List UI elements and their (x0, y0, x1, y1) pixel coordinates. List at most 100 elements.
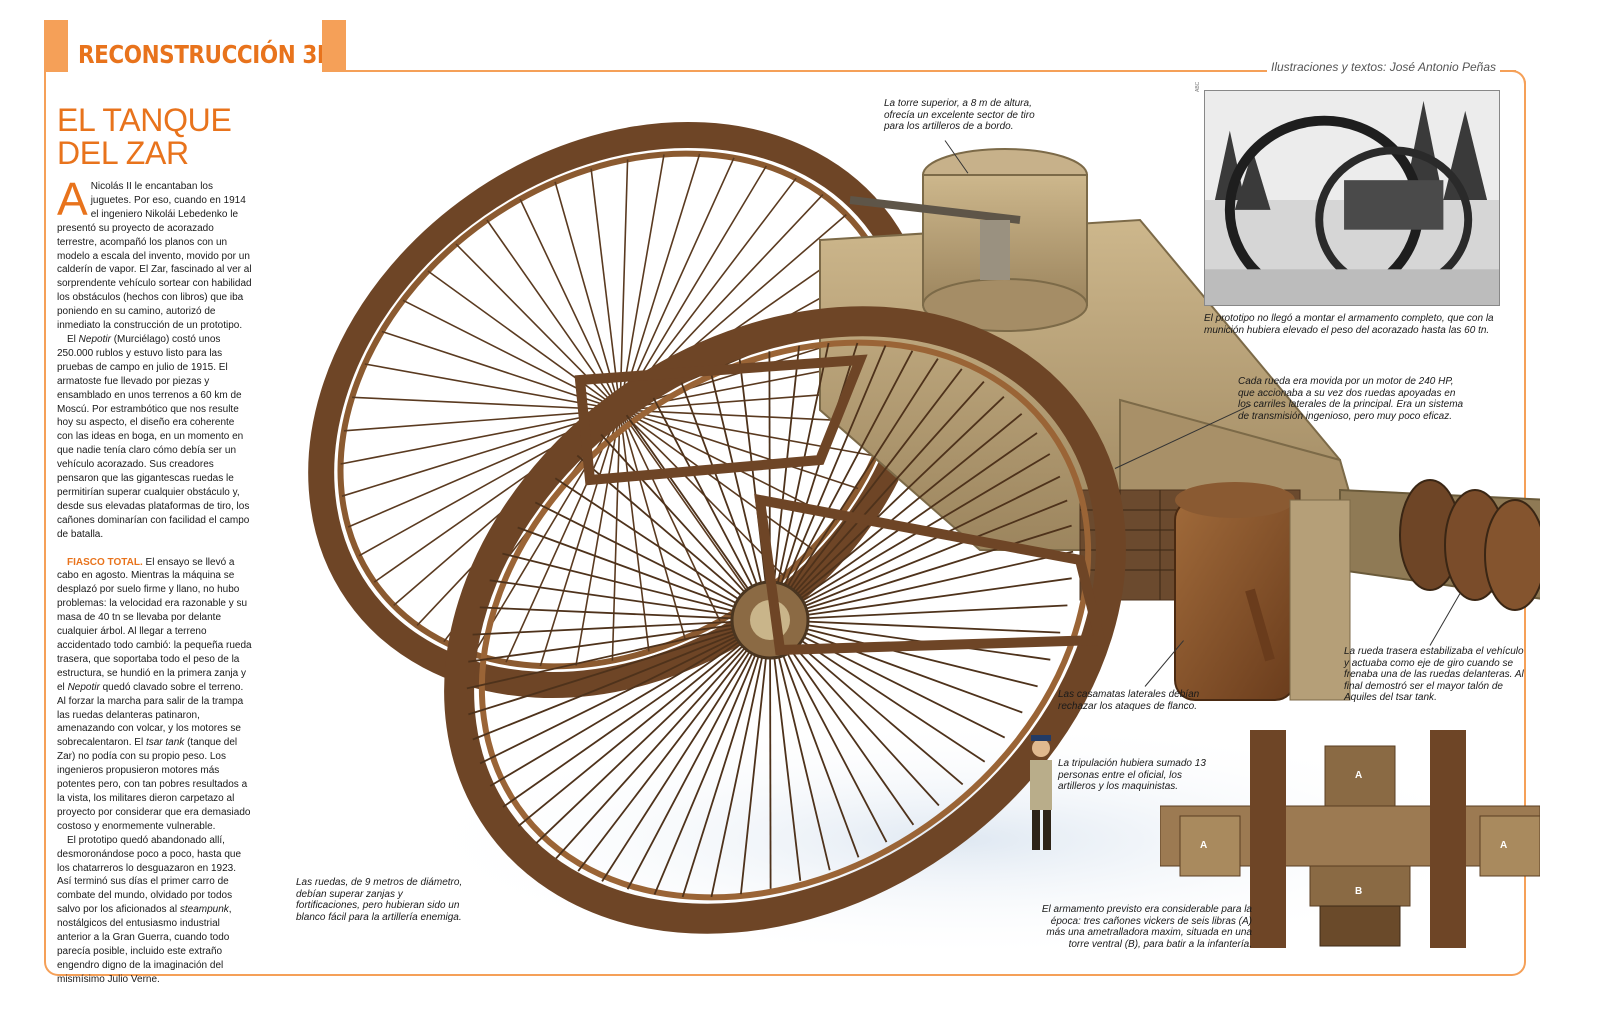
wheel-spoke (539, 409, 621, 667)
wheel-spoke (769, 342, 859, 621)
wheel-spoke (479, 606, 771, 621)
wheel-spoke (341, 409, 621, 497)
wheel-spoke (680, 382, 771, 621)
wheel-spoke (769, 619, 772, 889)
wheel-spoke (554, 181, 621, 411)
article-headline: EL TANQUE DEL ZAR (57, 104, 232, 170)
wheel-spoke (769, 619, 802, 881)
wheel-spoke (619, 409, 754, 601)
wheel-spoke (769, 453, 1051, 621)
wheel-spoke (626, 619, 771, 890)
wheel-spoke (681, 619, 771, 898)
wheel-spoke (619, 409, 686, 639)
photo-credit: ABC (1195, 81, 1201, 92)
wheel-spoke (352, 396, 621, 411)
wheel-spoke (619, 159, 629, 411)
wheel-spoke (769, 358, 939, 621)
wheel-spoke (402, 299, 621, 411)
wheel-spoke (577, 619, 771, 872)
header-rule (346, 70, 1516, 72)
wheel-spoke (769, 619, 1006, 739)
wheel-spoke (575, 409, 621, 666)
wheel-spoke (479, 619, 771, 765)
wheel-spoke (769, 380, 985, 621)
wheel-spoke (619, 409, 721, 622)
plan-label-b: B (1355, 886, 1362, 897)
wheel-spoke (619, 154, 665, 411)
wheel-spoke (427, 270, 621, 411)
wheel-spoke (709, 369, 771, 621)
side-casemate (1174, 482, 1351, 701)
wheel-spoke (343, 409, 621, 432)
callout-casemates: Las casamatas laterales debían rechazar … (1058, 689, 1200, 712)
wheel-spoke (535, 619, 771, 844)
wheel-spoke (769, 619, 1038, 688)
wheel-spoke (472, 619, 771, 636)
callout-armament: El armamento previsto era considerable p… (1041, 904, 1252, 950)
wheel-spoke (517, 526, 771, 621)
wheel-spoke (652, 397, 771, 621)
wheel-spoke (769, 619, 860, 858)
callout-tower: La torre superior, a 8 m de altura, ofre… (884, 98, 1035, 132)
wheel-spoke (769, 577, 1072, 621)
section-subhead: FIASCO TOTAL. (67, 556, 143, 568)
wheel-spoke (769, 499, 1068, 621)
headline-line-2: DEL ZAR (57, 135, 189, 171)
front-wheel (444, 306, 1126, 934)
wheel-spoke (625, 414, 771, 621)
wheel-spoke (769, 550, 1074, 621)
wheel-spoke (653, 619, 771, 895)
wheel-spoke (489, 579, 771, 621)
plan-view-diagram: A A A B (1160, 730, 1540, 948)
soldier-figure (1030, 735, 1052, 850)
header-tab-right (322, 20, 346, 72)
callout-rear-wheel: La rueda trasera estabilizaba el vehícul… (1344, 646, 1524, 703)
callout-motor: Cada rueda era movida por un motor de 24… (1238, 376, 1464, 422)
section-title: RECONSTRUCCIÓN 3D (78, 40, 335, 69)
archive-photo (1204, 90, 1500, 306)
wheel-spoke (517, 619, 771, 827)
wheel-spoke (738, 359, 771, 621)
wheel-spoke (769, 524, 1072, 621)
wheel-spoke (489, 619, 771, 787)
plan-label-a-right: A (1500, 840, 1507, 851)
headline-line-1: EL TANQUE (57, 102, 232, 138)
wheel-spoke (466, 619, 771, 690)
tsar-tank-illustration (308, 121, 1540, 960)
wheel-spoke (769, 619, 1061, 634)
wheel-spoke (769, 413, 1023, 621)
wheel-spoke (590, 168, 621, 411)
wheel-spoke (600, 433, 771, 621)
upper-turret (849, 148, 1088, 332)
wheel-spoke (502, 552, 771, 621)
wheel-spoke (769, 350, 914, 621)
wheel-spoke (619, 165, 767, 411)
wheel-spoke (505, 409, 621, 663)
wheel-spoke (769, 396, 1005, 621)
wheel-spoke (619, 153, 701, 411)
page-frame-corner (1506, 70, 1526, 90)
wheel-spoke (769, 619, 1023, 714)
rear-roller (1399, 479, 1540, 611)
article-paragraph-4: El prototipo quedó abandonado allí, desm… (57, 834, 242, 985)
wheel-spoke (769, 345, 887, 621)
header-tab-left (44, 20, 68, 72)
wheel-spoke (534, 501, 771, 621)
wheel-spoke (619, 157, 735, 411)
illustration-credit: Ilustraciones y textos: José Antonio Peñ… (1266, 60, 1500, 74)
wheel-spoke (554, 477, 771, 621)
wheel-spoke (769, 619, 888, 843)
wheel-spoke (769, 619, 986, 763)
wheel-spoke (601, 619, 771, 882)
plan-label-a-top: A (1355, 770, 1362, 781)
wheel-spoke (769, 619, 831, 871)
wheel-spoke (769, 475, 1061, 621)
dropcap: A (57, 173, 88, 225)
wheel-spoke (611, 409, 621, 661)
wheel-spoke (769, 604, 1068, 621)
callout-wheels: Las ruedas, de 9 metros de diámetro, deb… (296, 877, 463, 923)
article-paragraph-2: El Nepotir (Murciélago) costó unos 250.0… (57, 333, 250, 540)
wheel-spoke (468, 619, 771, 716)
